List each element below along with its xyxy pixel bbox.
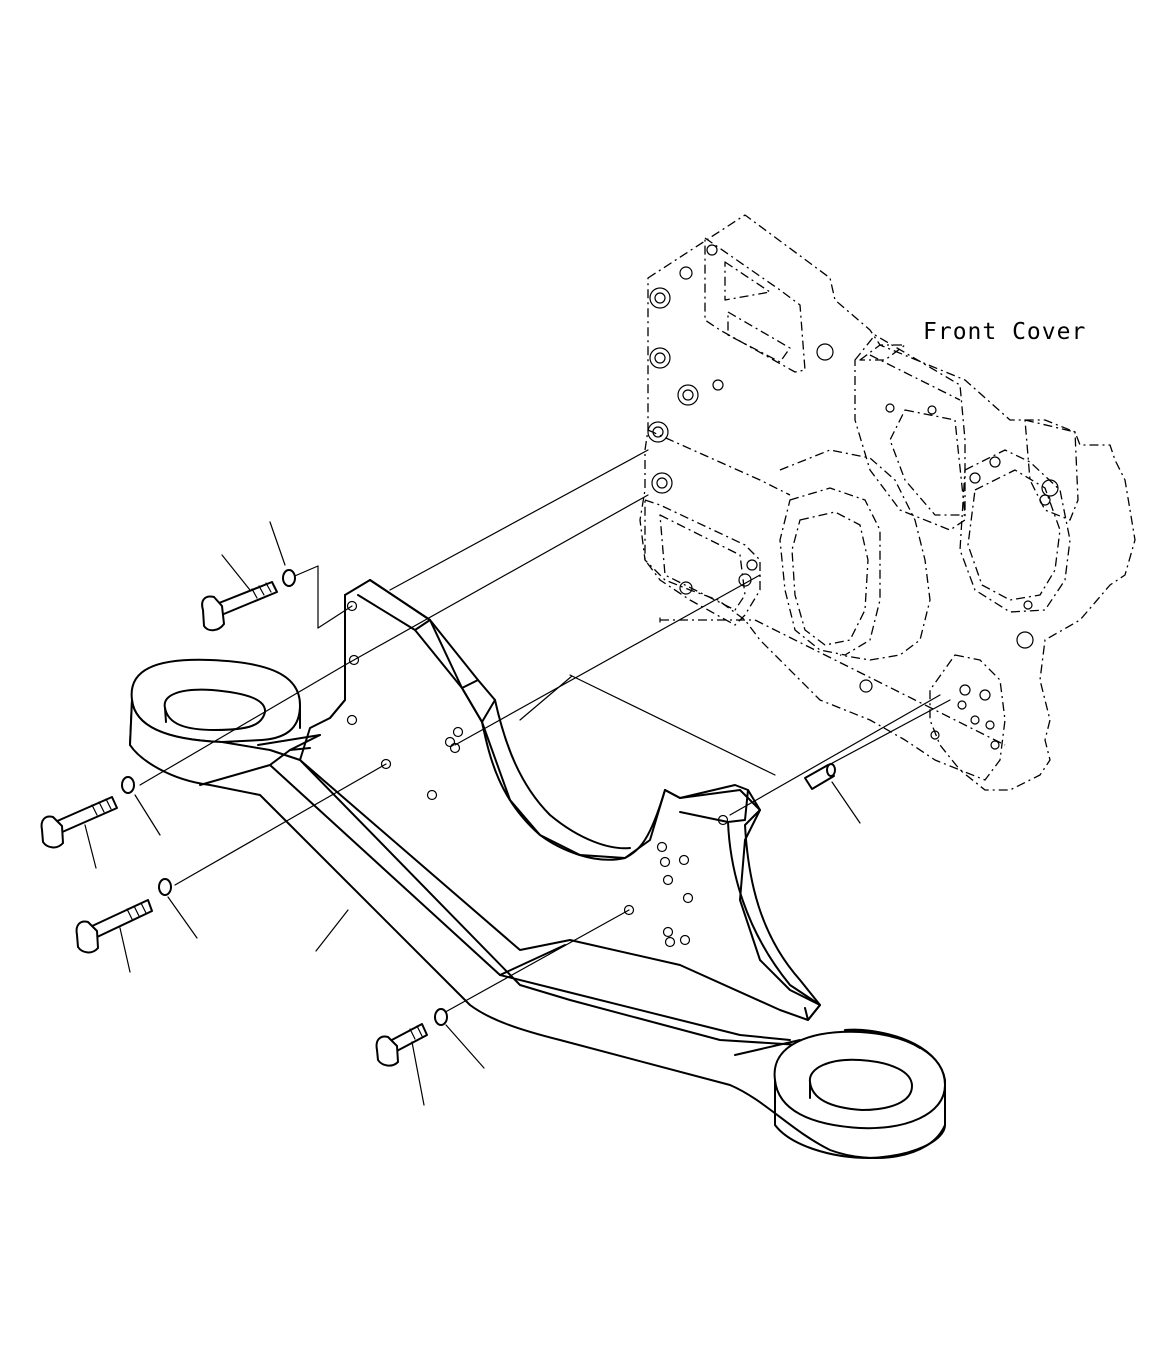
bolt-left-1 [40,796,118,849]
assembly-lines [139,449,951,1016]
bolt-bottom [375,1023,428,1067]
washer-bottom [434,1008,448,1026]
dowel-pin [804,763,836,790]
callout-leaders [84,521,861,1106]
washer-left-1 [121,776,135,794]
washer-top [282,569,296,587]
bolt-left-2 [75,899,153,954]
fasteners [40,569,836,1067]
bolt-top [201,581,278,632]
bracket-holes [346,600,729,948]
washer-left-2 [158,878,172,896]
cover-bolt-holes [647,244,1059,750]
front-cover-phantom [639,214,1136,791]
front-support-bracket [129,579,946,1159]
front-cover-label: Front Cover [923,319,1086,345]
